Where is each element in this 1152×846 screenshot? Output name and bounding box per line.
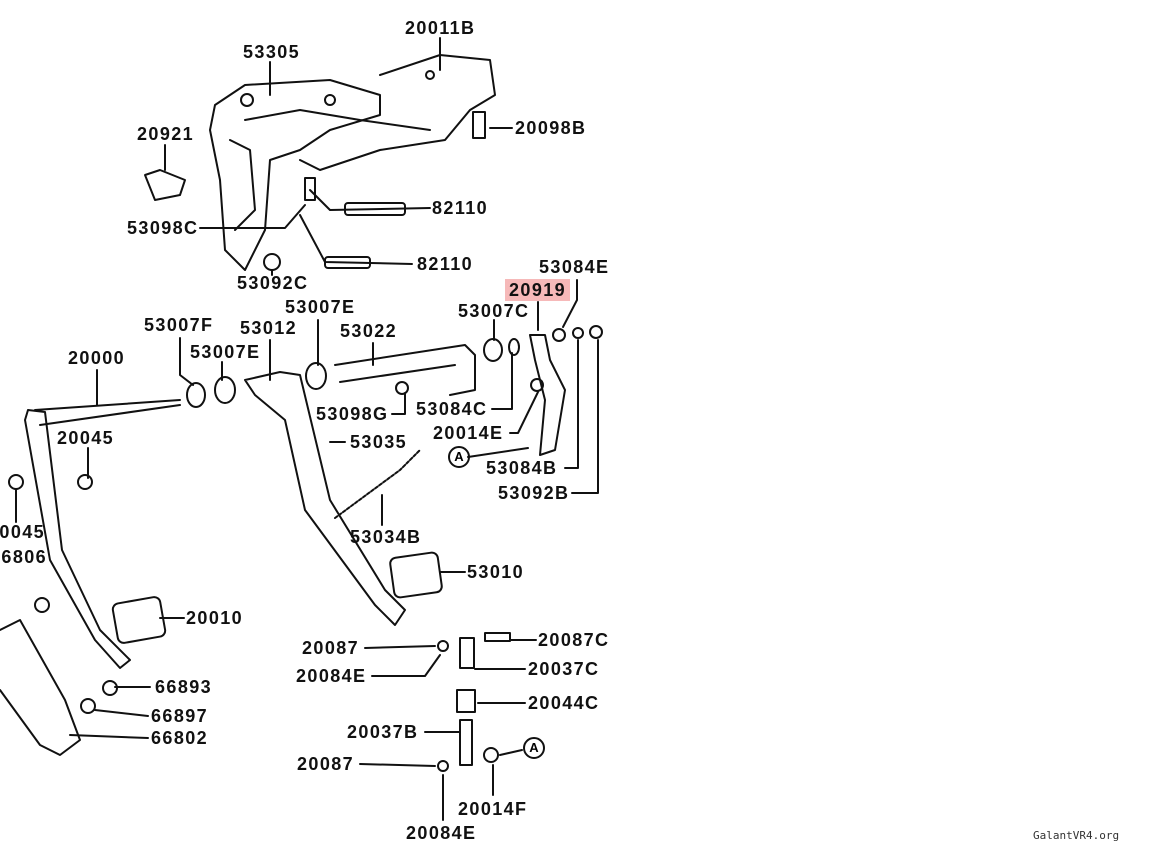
shaft-20000 — [34, 399, 181, 426]
label-53092C: 53092C — [237, 273, 309, 293]
bolt-53098C — [304, 177, 316, 201]
label-20037B: 20037B — [347, 722, 419, 742]
label-66893: 66893 — [155, 677, 213, 697]
label-53012: 53012 — [240, 318, 298, 338]
accelerator-pedal-66802 — [0, 619, 81, 756]
label-53098G: 53098G — [316, 404, 389, 424]
clutch-pedal — [24, 409, 131, 669]
label-20087-upper: 20087 — [302, 638, 360, 658]
pad-20010 — [111, 596, 167, 644]
shaft-53022 — [334, 344, 476, 396]
label-20084E-upper: 20084E — [296, 666, 367, 686]
label-20087-lower: 20087 — [297, 754, 355, 774]
label-20010: 20010 — [186, 608, 244, 628]
label-53084B: 53084B — [486, 458, 558, 478]
link-20919 — [529, 334, 566, 456]
label-20084E-lower: 20084E — [406, 823, 477, 843]
spring-53034B — [334, 449, 421, 519]
leader-lines — [15, 37, 599, 821]
pedal-bracket — [144, 54, 496, 271]
bolt-20098B — [472, 111, 486, 139]
label-53092B: 53092B — [498, 483, 570, 503]
label-20000: 20000 — [68, 348, 126, 368]
label-53007E-upper: 53007E — [285, 297, 356, 317]
label-82110-upper: 82110 — [432, 198, 489, 218]
label-53007E-lower: 53007E — [190, 342, 261, 362]
label-20037C: 20037C — [528, 659, 600, 679]
brake-pedal-53012 — [244, 371, 406, 626]
pad-53010 — [389, 551, 443, 599]
label-20045-lower: 20045 — [0, 522, 46, 542]
label-53022: 53022 — [340, 321, 398, 341]
nut-53092C — [263, 253, 281, 271]
label-66802: 66802 — [151, 728, 209, 748]
reference-mark-a-upper: A — [448, 446, 470, 468]
label-66897: 66897 — [151, 706, 209, 726]
label-20087C: 20087C — [538, 630, 610, 650]
label-53007C: 53007C — [458, 301, 530, 321]
label-53010: 53010 — [467, 562, 525, 582]
label-66806: 66806 — [0, 547, 48, 567]
label-82110-lower: 82110 — [417, 254, 474, 274]
label-20014E: 20014E — [433, 423, 504, 443]
label-53007F: 53007F — [144, 315, 214, 335]
label-20044C: 20044C — [528, 693, 600, 713]
label-53084C: 53084C — [416, 399, 488, 419]
label-20919-highlighted[interactable]: 20919 — [505, 279, 571, 301]
reference-mark-a-lower: A — [523, 737, 545, 759]
label-20011B: 20011B — [405, 18, 476, 38]
label-53098C: 53098C — [127, 218, 199, 238]
part-20921 — [144, 169, 186, 201]
label-20098B: 20098B — [515, 118, 587, 138]
watermark: GalantVR4.org — [1033, 829, 1120, 842]
label-20014F: 20014F — [458, 799, 528, 819]
label-53035: 53035 — [350, 432, 408, 452]
label-53084E: 53084E — [539, 257, 610, 277]
label-20921: 20921 — [137, 124, 195, 144]
label-53305: 53305 — [243, 42, 301, 62]
label-53034B: 53034B — [350, 527, 422, 547]
label-20045-upper: 20045 — [57, 428, 115, 448]
